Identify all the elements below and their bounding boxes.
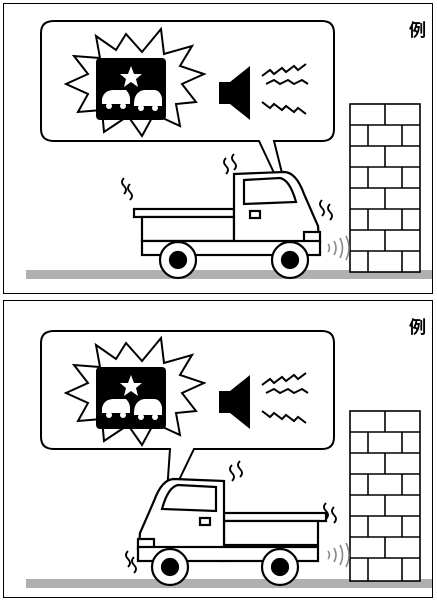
illustration-panel-forward: 例 <box>3 3 433 294</box>
sensor-waves <box>328 236 349 260</box>
forward-scene <box>4 4 433 294</box>
mini-truck <box>138 479 326 585</box>
sensor-waves <box>328 543 349 567</box>
illustration-panel-reverse: 例 <box>3 300 433 598</box>
brick-wall <box>350 411 420 581</box>
brick-wall <box>350 104 420 272</box>
reverse-scene <box>4 301 433 598</box>
mini-truck <box>134 172 320 278</box>
